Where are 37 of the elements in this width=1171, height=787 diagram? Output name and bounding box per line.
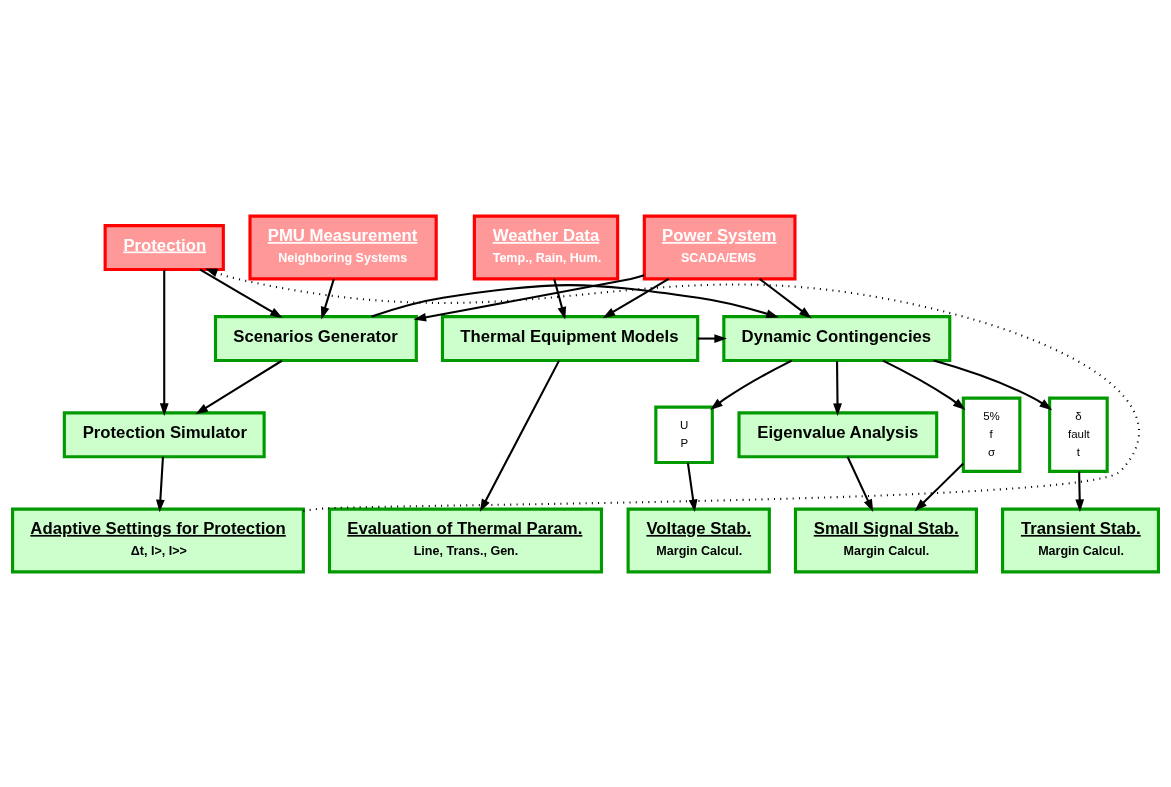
node-box: Adaptive Settings for Protection Δt, I>, I>> bbox=[11, 507, 305, 573]
node-box: Protection bbox=[103, 223, 225, 271]
arrow bbox=[602, 277, 670, 318]
node-box: U P bbox=[654, 405, 714, 464]
node-box: Thermal Equipment Models bbox=[440, 314, 700, 362]
arrow bbox=[371, 283, 779, 318]
node-box: Transient Stab. Margin Calcul. bbox=[1001, 507, 1160, 573]
node-box: Dynamic Contingencies bbox=[722, 314, 952, 362]
node-box: Voltage Stab. Margin Calcul. bbox=[626, 507, 771, 573]
node-box: 5% f σ bbox=[961, 396, 1022, 473]
arrow bbox=[686, 462, 698, 512]
node-box: Power System SCADA/EMS bbox=[642, 214, 797, 280]
arrow bbox=[1075, 470, 1085, 512]
node-box: Scenarios Generator bbox=[213, 314, 418, 362]
arrow bbox=[710, 359, 793, 410]
arrow bbox=[413, 273, 645, 322]
arrow bbox=[933, 359, 1053, 410]
node-box: Weather Data Temp., Rain, Hum. bbox=[472, 214, 620, 280]
node-box: Evaluation of Thermal Param. Line, Trans., Gen. bbox=[327, 507, 604, 573]
arrow bbox=[882, 359, 966, 410]
arrow bbox=[479, 359, 560, 512]
arrow bbox=[846, 455, 874, 512]
arrow bbox=[159, 269, 169, 416]
node-box: Eigenvalue Analysis bbox=[737, 410, 939, 458]
arrow bbox=[205, 267, 1139, 512]
node-box: Small Signal Stab. Margin Calcul. bbox=[793, 507, 978, 573]
arrow bbox=[759, 277, 812, 318]
arrow bbox=[195, 359, 283, 414]
arrow bbox=[914, 462, 965, 511]
arrow bbox=[320, 278, 335, 319]
arrow bbox=[833, 360, 842, 416]
arrow bbox=[199, 268, 283, 318]
arrow bbox=[155, 456, 165, 512]
node-box: Protection Simulator bbox=[62, 410, 266, 458]
arrow bbox=[553, 278, 567, 319]
node-box: δ fault t bbox=[1048, 396, 1109, 473]
node-box: PMU Measurement Neighboring Systems bbox=[248, 214, 438, 280]
